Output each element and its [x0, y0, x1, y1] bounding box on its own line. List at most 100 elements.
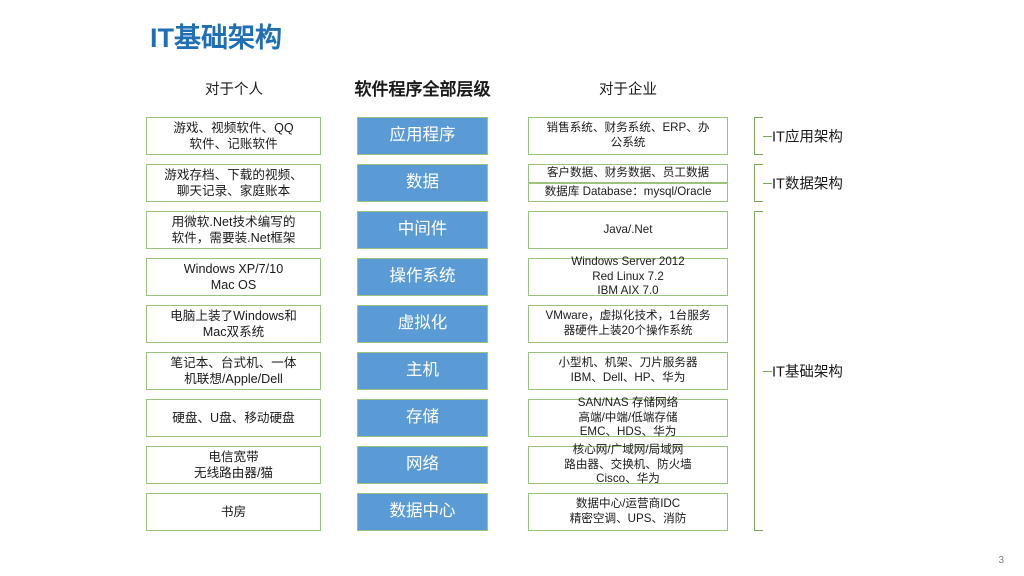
box-text: 销售系统、财务系统、ERP、办公系统	[533, 121, 723, 151]
box-text-line: 机联想/Apple/Dell	[184, 372, 283, 386]
box-text-line: 用微软.Net技术编写的	[171, 214, 296, 229]
box-text-line: 游戏、视频软件、QQ	[173, 120, 294, 135]
box-text-line: 聊天记录、家庭账本	[176, 184, 291, 198]
layer-box-label: 虚拟化	[397, 314, 448, 333]
box-text-line: 软件，需要装.Net框架	[171, 231, 296, 245]
box-text: 电脑上装了Windows和 Mac双系统	[151, 308, 316, 340]
layer-box-label: 主机	[406, 361, 439, 380]
personal-box[interactable]: 笔记本、台式机、一体机联想/Apple/Dell	[146, 352, 321, 390]
layer-box[interactable]: 应用程序	[357, 117, 488, 155]
box-text-line: 软件、记账软件	[189, 137, 278, 151]
box-text: 用微软.Net技术编写的软件，需要装.Net框架	[151, 214, 316, 246]
layer-box-label: 数据中心	[389, 502, 456, 521]
box-text-line: 电信宽带	[208, 449, 259, 464]
box-text-line: SAN/NAS 存储网络	[577, 395, 679, 409]
column-header-layers: 软件程序全部层级	[354, 80, 491, 99]
box-text: 笔记本、台式机、一体机联想/Apple/Dell	[151, 355, 316, 387]
box-text-line: 小型机、机架、刀片服务器	[558, 356, 698, 370]
personal-box[interactable]: 用微软.Net技术编写的软件，需要装.Net框架	[146, 211, 321, 249]
layer-box[interactable]: 存储	[357, 399, 488, 437]
layer-box-label: 应用程序	[389, 126, 456, 145]
enterprise-box[interactable]: 数据库 Database：mysql/Oracle	[528, 183, 728, 202]
box-text: 游戏存档、下载的视频、聊天记录、家庭账本	[151, 167, 316, 199]
box-text-line: 核心网/广域网/局域网	[572, 442, 684, 456]
box-text-line: VMware，虚拟化技术，1台服务	[545, 309, 711, 323]
bracket-label: IT应用架构	[772, 129, 843, 146]
box-text-line: 硬盘、U盘、移动硬盘	[172, 410, 295, 425]
box-text-line: 数据中心/运营商IDC	[575, 497, 681, 511]
personal-box[interactable]: 游戏存档、下载的视频、聊天记录、家庭账本	[146, 164, 321, 202]
box-text-line: 笔记本、台式机、一体	[170, 355, 297, 370]
box-text-line: 电脑上装了Windows和	[170, 308, 297, 323]
box-text-line: 路由器、交换机、防火墙	[564, 457, 692, 471]
box-text-line: 游戏存档、下载的视频、	[164, 167, 303, 182]
enterprise-box[interactable]: 客户数据、财务数据、员工数据	[528, 164, 728, 183]
bracket-label: IT数据架构	[772, 176, 843, 193]
personal-box[interactable]: 书房	[146, 493, 321, 531]
layer-box[interactable]: 网络	[357, 446, 488, 484]
layer-box[interactable]: 数据	[357, 164, 488, 202]
enterprise-box[interactable]: Java/.Net	[528, 211, 728, 249]
enterprise-box[interactable]: 销售系统、财务系统、ERP、办公系统	[528, 117, 728, 155]
box-text-line: Java/.Net	[603, 222, 653, 236]
box-text-line: 高端/中端/低端存储	[578, 410, 678, 424]
layer-box[interactable]: 虚拟化	[357, 305, 488, 343]
personal-box[interactable]: 电信宽带无线路由器/猫	[146, 446, 321, 484]
bracket	[754, 164, 772, 202]
layer-box-label: 存储	[406, 408, 439, 427]
layer-box-label: 中间件	[397, 220, 448, 239]
layer-box-label: 数据	[406, 173, 439, 192]
layer-box[interactable]: 中间件	[357, 211, 488, 249]
layer-box[interactable]: 主机	[357, 352, 488, 390]
box-text-line: Cisco、华为	[596, 472, 660, 486]
box-text-line: Mac双系统	[202, 325, 265, 339]
page-number: 3	[998, 555, 1004, 566]
personal-box[interactable]: 硬盘、U盘、移动硬盘	[146, 399, 321, 437]
box-text-line: 客户数据、财务数据、员工数据	[546, 166, 710, 180]
box-text: 书房	[151, 504, 316, 520]
layer-box-label: 操作系统	[389, 267, 456, 286]
box-text-line: 销售系统、财务系统、ERP、办	[546, 121, 710, 135]
layer-box-label: 网络	[406, 455, 439, 474]
enterprise-box[interactable]: VMware，虚拟化技术，1台服务器硬件上装20个操作系统	[528, 305, 728, 343]
column-header-personal: 对于个人	[205, 82, 263, 98]
bracket	[754, 211, 772, 531]
box-text-line: IBM AIX 7.0	[597, 284, 659, 298]
box-text-line: IBM、Dell、HP、华为	[570, 371, 686, 384]
personal-box[interactable]: 游戏、视频软件、QQ 软件、记账软件	[146, 117, 321, 155]
personal-box[interactable]: 电脑上装了Windows和 Mac双系统	[146, 305, 321, 343]
box-text: 客户数据、财务数据、员工数据	[533, 166, 723, 181]
box-text-line: Windows Server 2012	[571, 254, 685, 268]
box-text-line: 精密空调、UPS、消防	[569, 512, 687, 525]
column-header-enterprise: 对于企业	[599, 82, 657, 98]
bracket	[754, 117, 772, 155]
box-text: Java/.Net	[533, 223, 723, 238]
box-text: 硬盘、U盘、移动硬盘	[151, 410, 316, 426]
page-title: IT基础架构	[150, 23, 282, 53]
layer-box[interactable]: 数据中心	[357, 493, 488, 531]
box-text-line: Mac OS	[210, 278, 257, 292]
box-text-line: 器硬件上装20个操作系统	[563, 324, 693, 337]
box-text-line: 数据库 Database：mysql/Oracle	[544, 185, 712, 199]
layer-box[interactable]: 操作系统	[357, 258, 488, 296]
box-text: 游戏、视频软件、QQ 软件、记账软件	[151, 120, 316, 152]
box-text-line: 书房	[220, 504, 247, 519]
box-text-line: Windows XP/7/10	[183, 261, 284, 276]
box-text: 电信宽带无线路由器/猫	[151, 449, 316, 481]
box-text-line: Red Linux 7.2	[592, 269, 664, 283]
box-text: VMware，虚拟化技术，1台服务器硬件上装20个操作系统	[533, 309, 723, 339]
box-text-line: EMC、HDS、华为	[579, 425, 677, 439]
box-text: 数据库 Database：mysql/Oracle	[533, 185, 723, 200]
